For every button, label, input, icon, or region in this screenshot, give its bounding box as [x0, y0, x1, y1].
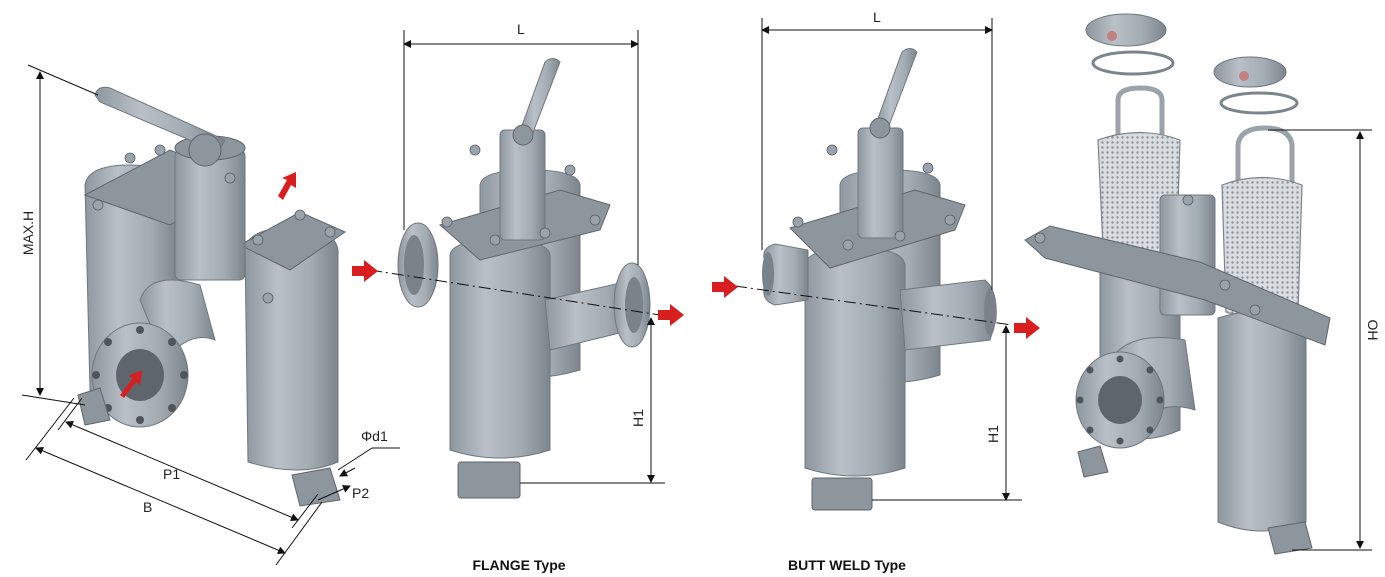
left-foot — [1077, 445, 1109, 478]
right-basket-body — [1217, 310, 1307, 532]
p2-label: P2 — [352, 485, 369, 501]
front-foot — [811, 477, 873, 511]
l-label: L — [517, 21, 525, 37]
lever-handle — [519, 58, 561, 136]
left-flange-face — [404, 235, 424, 295]
inlet-stub-bore — [762, 252, 774, 296]
right-foot — [1267, 521, 1313, 555]
flow-arrow-in — [120, 370, 142, 398]
b-label: B — [143, 499, 152, 515]
flange-type-caption: FLANGE Type — [472, 557, 565, 573]
l-label: L — [873, 9, 881, 25]
outlet-stub-bore — [984, 288, 996, 336]
right-cover-plate — [238, 211, 347, 271]
h1-label: H1 — [985, 425, 1001, 443]
p1-label: P1 — [163, 466, 180, 482]
basket-right-handle — [1235, 125, 1295, 200]
lid-left-knob — [1107, 31, 1117, 41]
front-basket-body — [804, 247, 906, 477]
valve-column — [857, 127, 904, 239]
lid-right-knob — [1239, 71, 1249, 81]
gasket-right — [1219, 91, 1299, 115]
figure-butt-weld-type: L H1 BUTT WELD Type — [712, 9, 1040, 573]
bridge-bolts — [792, 144, 956, 251]
basket-left-handle — [1115, 85, 1165, 140]
bridge-bolts — [1034, 194, 1261, 316]
outlet-stub — [899, 279, 997, 351]
lid-left — [1085, 13, 1167, 47]
left-foot — [77, 387, 111, 426]
figure-duplex-strainer-isometric: MAX.H P1 B Φd1 P2 — [20, 64, 400, 566]
max-h-label: MAX.H — [20, 211, 36, 255]
phi-d1-label: Φd1 — [361, 428, 388, 444]
lever-handle — [875, 48, 918, 129]
lid-right — [1213, 56, 1287, 88]
right-foot — [291, 467, 341, 507]
inlet-bore — [1098, 376, 1142, 424]
gasket-left — [1091, 50, 1175, 76]
figure-flange-type: L H1 FLANGE Type — [352, 21, 684, 573]
handle-hub — [188, 133, 222, 167]
pipe-centerline — [734, 285, 1013, 326]
butt-weld-type-caption: BUTT WELD Type — [788, 557, 906, 573]
flow-arrow-in — [712, 276, 738, 298]
handle-hub — [869, 117, 891, 139]
flange-bolt-holes — [1076, 355, 1164, 445]
figure-exploded-view: OH — [1024, 13, 1381, 555]
inlet-stub — [763, 243, 809, 306]
oh-label: OH — [1365, 320, 1381, 341]
pipe-centerline — [369, 269, 661, 316]
center-valve-block — [174, 149, 246, 281]
cover-bolts — [92, 144, 336, 304]
front-basket-body — [449, 239, 551, 459]
right-flange-face — [625, 277, 643, 333]
flow-arrow-out — [278, 172, 296, 200]
bridge-bolts — [441, 144, 601, 246]
flow-arrow-out — [1014, 317, 1040, 339]
handle-hub — [512, 124, 534, 146]
front-foot — [457, 461, 521, 499]
flow-arrow-in — [352, 260, 378, 282]
valve-column — [499, 129, 546, 241]
h1-label: H1 — [630, 409, 646, 427]
flow-arrow-out — [658, 304, 684, 326]
